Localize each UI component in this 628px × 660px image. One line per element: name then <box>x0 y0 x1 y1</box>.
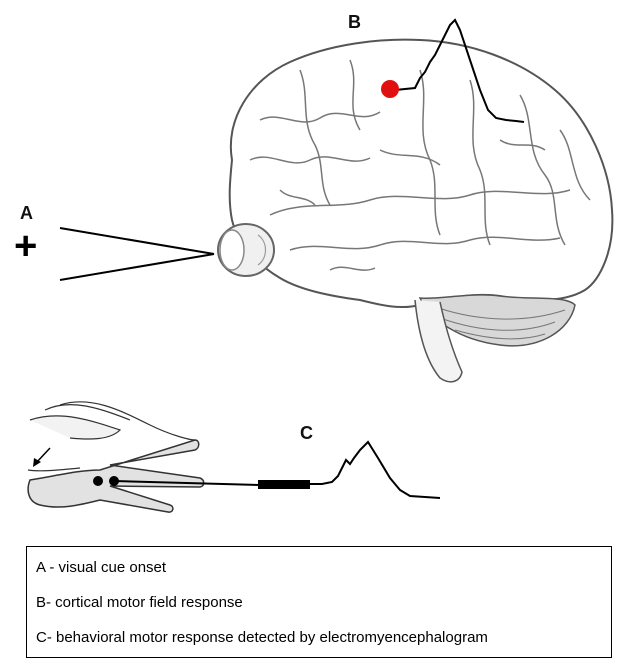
legend-item-c: C- behavioral motor response detected by… <box>36 629 488 646</box>
eye-illustration <box>218 224 274 276</box>
hand-illustration <box>28 402 204 512</box>
electrode-icon <box>93 476 103 486</box>
diagram-canvas <box>0 0 628 540</box>
panel-label-c: C <box>300 423 313 444</box>
visual-field-lines <box>60 228 214 280</box>
legend-box: A - visual cue onset B- cortical motor f… <box>26 546 612 658</box>
legend-item-a: A - visual cue onset <box>36 559 166 576</box>
brain-illustration <box>230 40 613 382</box>
visual-cue-plus-icon: + <box>14 226 37 266</box>
panel-label-b: B <box>348 12 361 33</box>
legend-item-b: B- cortical motor field response <box>36 594 243 611</box>
panel-label-a: A <box>20 203 33 224</box>
amplifier-block <box>258 480 310 489</box>
cortical-site-marker <box>381 80 399 98</box>
experiment-diagram: A + B C <box>0 0 628 540</box>
